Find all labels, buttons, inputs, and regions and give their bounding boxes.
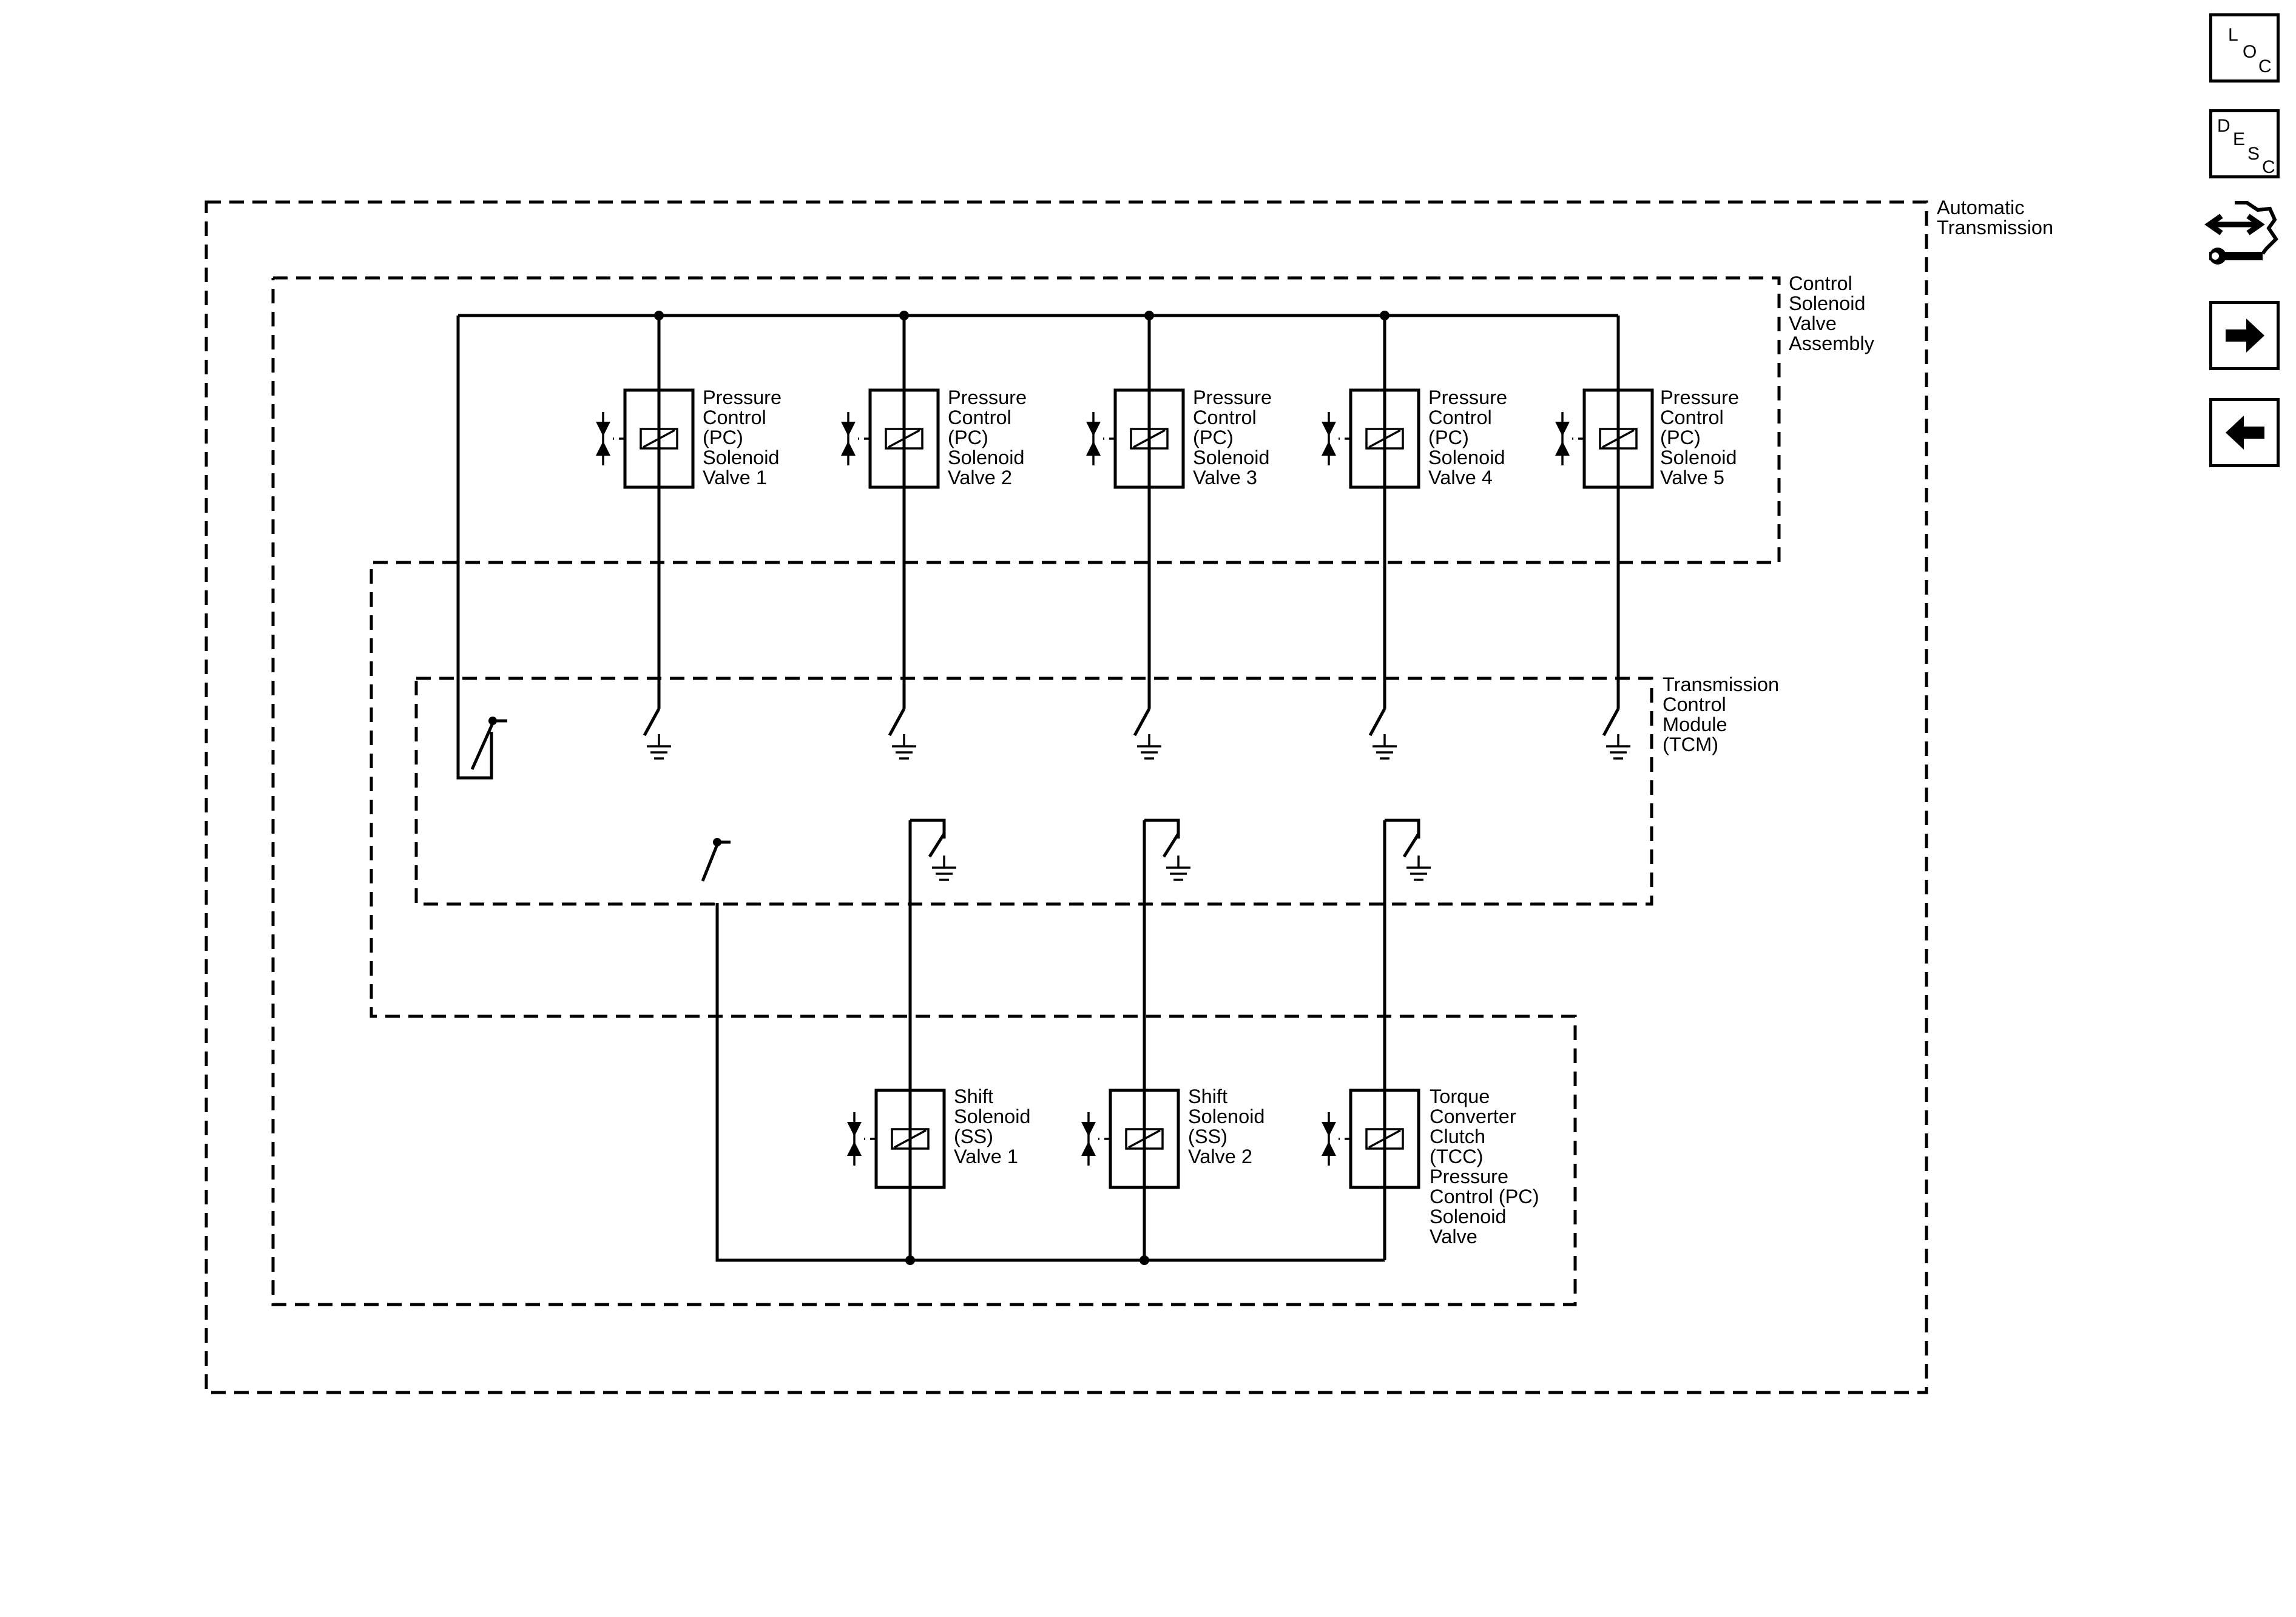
desc-button[interactable]: D E S C <box>2209 109 2280 178</box>
pc-solenoid-valve-4-label: Pressure Control (PC) Solenoid Valve 4 <box>1428 387 1513 488</box>
pc-solenoid-valve-1-symbol <box>596 390 693 487</box>
loc-letter-c: C <box>2258 56 2272 76</box>
pc-valve-column-3 <box>1086 316 1183 760</box>
tcm-label: Transmission Control Module (TCM) <box>1663 673 1784 755</box>
ss-valve-1-symbol <box>847 1090 944 1187</box>
connector-repair-icon[interactable] <box>2204 195 2283 274</box>
desc-letter-s: S <box>2247 144 2260 164</box>
loc-letter-o: O <box>2243 42 2257 62</box>
automatic-transmission-label: Automatic Transmission <box>1937 197 2053 238</box>
ss-valve-2-label: Shift Solenoid (SS) Valve 2 <box>1188 1085 1271 1167</box>
pc-solenoid-valve-4-symbol <box>1322 390 1419 487</box>
ss-valve-column-2 <box>1081 819 1192 1260</box>
tcc-pc-solenoid-valve-label: Torque Converter Clutch (TCC) Pressure C… <box>1430 1085 1545 1247</box>
next-button[interactable] <box>2209 301 2280 370</box>
desc-letter-e: E <box>2233 129 2246 149</box>
pc-solenoid-valve-5-label: Pressure Control (PC) Solenoid Valve 5 <box>1660 387 1744 488</box>
pc-solenoid-valve-3-label: Pressure Control (PC) Solenoid Valve 3 <box>1193 387 1277 488</box>
pc-valve-column-4 <box>1322 316 1419 760</box>
ss-valve-2-symbol <box>1081 1090 1178 1187</box>
pc-solenoid-valve-1-label: Pressure Control (PC) Solenoid Valve 1 <box>703 387 787 488</box>
tcc-pc-solenoid-valve-symbol <box>1322 1090 1419 1187</box>
pc-solenoid-valve-5-symbol <box>1555 390 1652 487</box>
loc-button[interactable]: L O C <box>2209 13 2280 83</box>
ss-valve-1-label: Shift Solenoid (SS) Valve 1 <box>954 1085 1036 1167</box>
arrow-right-icon <box>2226 319 2264 353</box>
pc-solenoid-valve-2-label: Pressure Control (PC) Solenoid Valve 2 <box>948 387 1032 488</box>
desc-letter-c: C <box>2262 157 2275 177</box>
pc-valve-column-1 <box>596 316 693 760</box>
high-side-switch <box>470 722 495 771</box>
pc-solenoid-valve-3-symbol <box>1086 390 1183 487</box>
ss-valve-column-1 <box>847 819 957 1260</box>
control-solenoid-valve-assembly-boundary <box>271 276 1781 1306</box>
supply-wire <box>456 316 493 780</box>
loc-letter-l: L <box>2228 25 2238 45</box>
previous-button[interactable] <box>2209 398 2280 467</box>
tcm-boundary <box>414 677 1653 906</box>
tcc-valve-column <box>1322 819 1432 1260</box>
pc-solenoid-valve-2-symbol <box>841 390 938 487</box>
pc-valve-column-5 <box>1555 316 1652 760</box>
arrow-left-icon <box>2226 416 2264 450</box>
control-solenoid-valve-assembly-label: Control Solenoid Valve Assembly <box>1789 272 1875 354</box>
lower-supply-switch <box>701 838 1385 1262</box>
pc-valve-column-2 <box>841 316 938 760</box>
automatic-transmission-boundary <box>204 200 1928 1394</box>
desc-letter-d: D <box>2217 116 2230 136</box>
